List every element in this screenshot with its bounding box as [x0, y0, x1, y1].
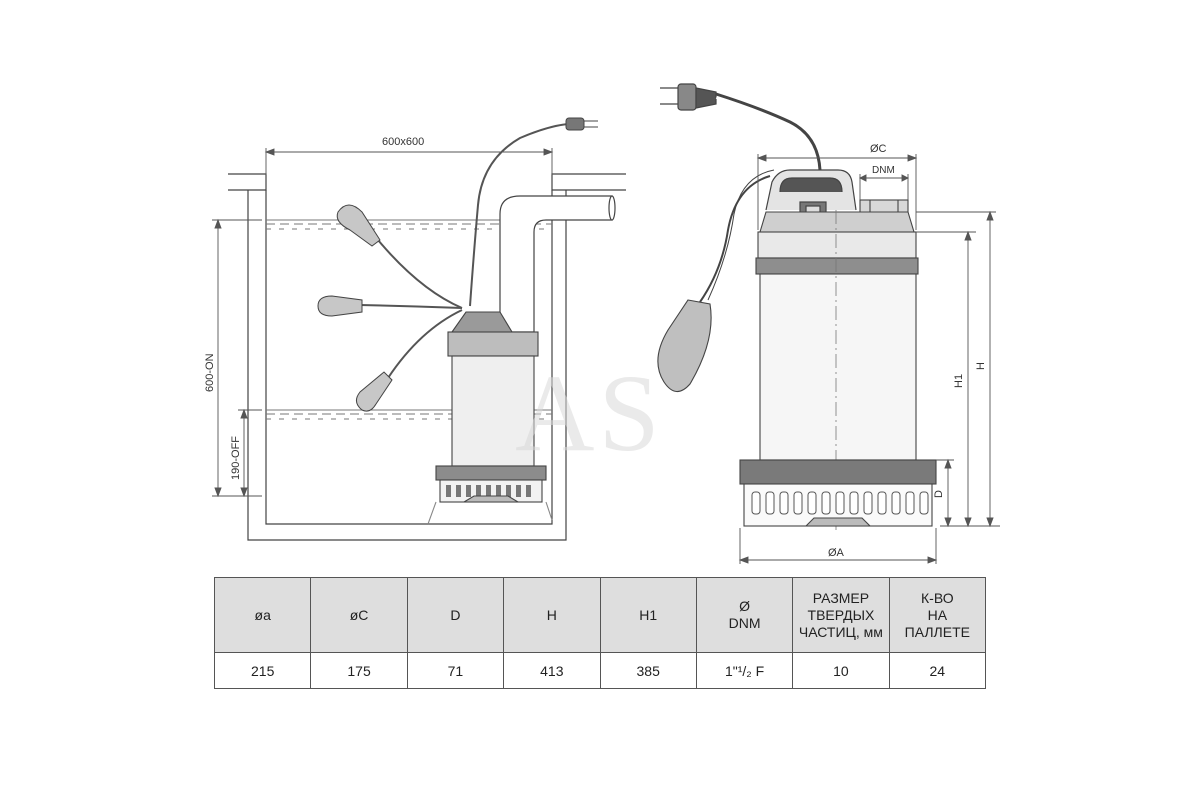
pump-body [739, 210, 937, 530]
float-cables [359, 123, 569, 379]
pump-dimension-view: ØC DNM H1 H D ØA [657, 83, 1000, 564]
header-cell: H [503, 577, 601, 653]
submersible-pump [427, 311, 553, 525]
table-cell: 385 [599, 652, 697, 689]
dim-a-label: ØA [828, 547, 845, 559]
pump-installation-diagram: 600x600 600-ON 190-OFF [204, 83, 1000, 564]
header-cell: øC [310, 577, 408, 653]
ground-surface [228, 173, 626, 191]
pit-width-dimension [264, 148, 554, 175]
header-cell: D [406, 577, 505, 653]
discharge-pipe [499, 195, 616, 333]
pit-walls [247, 190, 567, 541]
float-switch-lower [356, 371, 393, 412]
dim-h-label: H [975, 362, 987, 370]
watermark: AS [515, 352, 664, 474]
level-dimensions [212, 218, 262, 498]
table-cell: 413 [503, 652, 601, 689]
level-on-label: 600-ON [204, 353, 216, 392]
header-cell: øa [213, 577, 312, 653]
level-off-label: 190-OFF [230, 436, 242, 480]
header-cell: H1 [599, 577, 697, 653]
dim-h1-label: H1 [953, 374, 965, 388]
float-switch [657, 299, 712, 393]
float-switches [317, 204, 393, 412]
pit-installation-view: 600x600 600-ON 190-OFF [204, 117, 626, 541]
float-switch-middle [317, 295, 363, 317]
plug-icon [660, 83, 822, 171]
dimension-lines [738, 154, 1000, 564]
table-cell: 175 [310, 652, 408, 689]
table-cell: 215 [213, 652, 312, 689]
float-cable [699, 169, 775, 303]
dim-d-label: D [933, 490, 945, 498]
table-cell: 1"¹/₂ F [695, 652, 794, 689]
dim-c-label: ØC [870, 143, 887, 155]
pit-size-label: 600x600 [382, 136, 424, 148]
table-row: 215 175 71 413 385 1"¹/₂ F 10 24 [213, 652, 987, 689]
plug-icon [565, 117, 598, 131]
float-switch-upper [336, 204, 381, 247]
table-cell: 10 [792, 652, 890, 689]
table-cell: 24 [888, 652, 987, 689]
dim-dnm-label: DNM [872, 165, 895, 176]
table-cell: 71 [406, 652, 505, 689]
